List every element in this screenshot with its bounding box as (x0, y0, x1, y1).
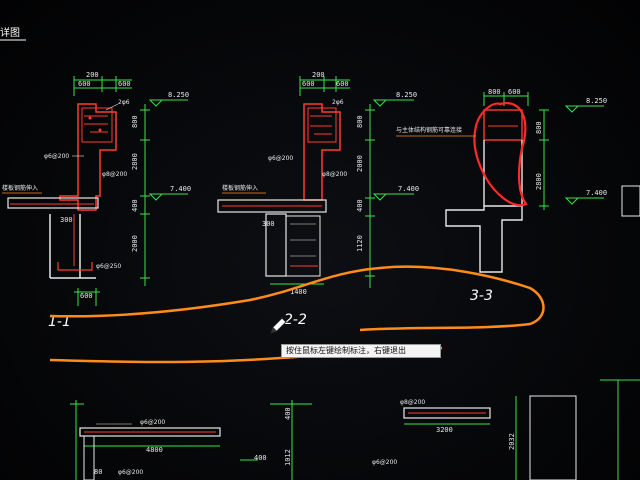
dim-lower-80: 80 (94, 468, 102, 476)
rebar-1-phi6at250: φ6@250 (96, 263, 121, 270)
dim-2-600b: 600 (336, 80, 349, 88)
rebar-1-phi8at200: φ8@200 (102, 171, 127, 178)
lower-right-beam-detail: φ8@200 3200 2032 (400, 379, 640, 480)
elev-3-mid: 7.400 (586, 189, 607, 197)
rebar-lower-1: φ6@200 (140, 419, 165, 426)
dim-1-600a: 600 (78, 80, 91, 88)
section-label-2-2: 2-2 (284, 312, 307, 328)
dim-2-1120: 1120 (356, 235, 364, 252)
dim-2-200: 200 (312, 71, 325, 79)
command-hint-tooltip: 按住鼠标左键绘制标注，右键退出 (281, 344, 441, 358)
dim-3-600: 600 (508, 88, 521, 96)
dim-lower-400: 400 (284, 407, 292, 420)
elev-2-mid: 7.400 (398, 185, 419, 193)
dim-lower-3200: 3200 (436, 426, 453, 434)
dim-2-600a: 600 (302, 80, 315, 88)
dim-1-800: 800 (131, 115, 139, 128)
dim-lower-2032: 2032 (508, 433, 516, 450)
dim-2-800: 800 (356, 115, 364, 128)
section-label-3-3: 3-3 (470, 288, 493, 304)
note-3-connect: 与主体结构钢筋可靠连接 (396, 126, 462, 134)
section-3-3-detail: 800 600 与主体结构钢筋可靠连接 800 2800 8.250 7.400… (396, 88, 640, 304)
lower-left-beam-detail: φ6@200 4800 80 φ6@200 (70, 400, 221, 480)
rebar-lower-3: φ6@200 (372, 459, 397, 466)
elev-3-top: 8.250 (586, 97, 607, 105)
rebar-lower-2: φ6@200 (118, 469, 143, 476)
elev-2-top: 8.250 (396, 91, 417, 99)
section-label-1-1: 1-1 (48, 314, 71, 330)
drawing-title-fragment: 详图 (0, 26, 20, 39)
section-2-2-detail: 200 600 600 2φ6 φ6@200 φ8@200 楼板钢筋伸入 300… (217, 71, 419, 328)
rebar-lower-4: φ8@200 (400, 399, 425, 406)
pencil-cursor-icon (270, 317, 287, 334)
dim-lower-400b: 400 (254, 454, 267, 462)
elev-1-top: 8.250 (168, 91, 189, 99)
orange-markup-stroke-top (49, 265, 545, 332)
dim-1-600c: 600 (80, 292, 93, 300)
red-markup-circle (473, 102, 528, 207)
dim-3-800v: 800 (535, 121, 543, 134)
dim-lower-1012: 1012 (284, 449, 292, 466)
dim-1-2800: 2800 (131, 153, 139, 170)
dim-1-300: 300 (60, 216, 73, 224)
rebar-2-phi8at200: φ8@200 (322, 171, 347, 178)
rebar-1-2phi6: 2φ6 (118, 99, 130, 106)
dim-2-1400: 1400 (290, 288, 307, 296)
note-1-slab: 楼板钢筋伸入 (2, 184, 38, 192)
dim-3-800: 800 (488, 88, 501, 96)
note-2-slab: 楼板钢筋伸入 (222, 184, 258, 192)
rebar-1-phi6at200: φ6@200 (44, 153, 69, 160)
dim-1-600b: 600 (118, 80, 131, 88)
dim-1-2000: 2000 (131, 235, 139, 252)
dim-2-2000: 2000 (356, 155, 364, 172)
section-1-1-detail: 200 600 600 2φ6 φ6@200 φ8@200 φ6@250 楼板钢… (2, 71, 191, 330)
dim-3-2800: 2800 (535, 173, 543, 190)
rebar-2-2phi6: 2φ6 (332, 99, 344, 106)
lower-middle-detail: 400 1012 400 φ6@200 (240, 400, 397, 480)
dim-1-400: 400 (131, 199, 139, 212)
dim-2-400: 400 (356, 199, 364, 212)
rebar-2-phi6at200: φ6@200 (268, 155, 293, 162)
elev-1-mid: 7.400 (170, 185, 191, 193)
dim-lower-4800: 4800 (146, 446, 163, 454)
dim-2-300: 300 (262, 220, 275, 228)
dim-1-200: 200 (86, 71, 99, 79)
